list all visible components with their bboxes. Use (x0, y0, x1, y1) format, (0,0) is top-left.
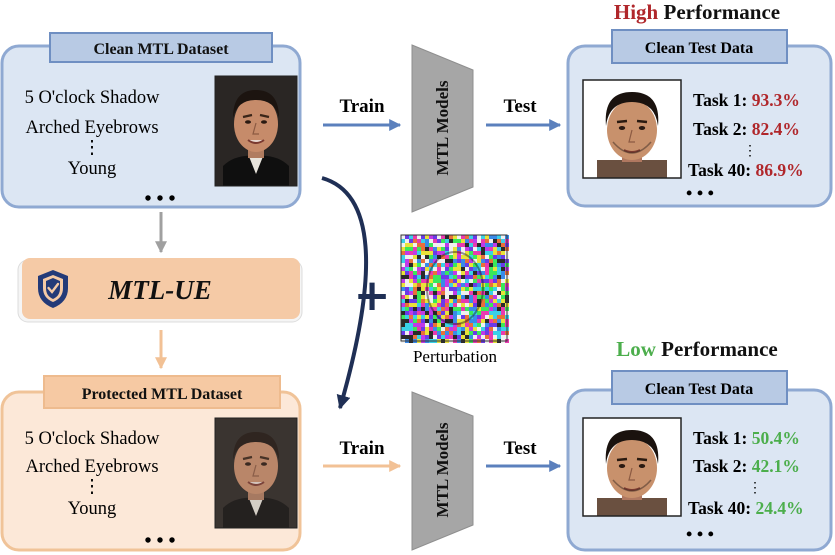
low-task-40: Task 40: 24.4% (688, 498, 804, 518)
mtl-ue-label: MTL-UE (107, 275, 212, 305)
clean-dataset-title: Clean MTL Dataset (93, 41, 229, 58)
high-task-40: Task 40: 86.9% (688, 160, 804, 180)
high-task-1: Task 1: 93.3% (693, 90, 800, 110)
top-test-label: Test (503, 96, 537, 117)
bottom-mtl-model-label: MTL Models (433, 422, 452, 517)
bottom-train-label: Train (339, 438, 384, 459)
clean-dataset-more: • • • (144, 188, 175, 210)
protected-dataset-title-tab (43, 375, 281, 409)
high-result-title: Clean Test Data (645, 40, 753, 57)
low-task-1: Task 1: 50.4% (693, 428, 800, 448)
high-task-2: Task 2: 82.4% (693, 119, 800, 139)
mtl-ue-box (22, 258, 300, 319)
protected-dataset-more: • • • (144, 530, 175, 552)
top-train-label: Train (339, 96, 384, 117)
low-task-2: Task 2: 42.1% (693, 456, 800, 476)
high-result-more: • • • (686, 183, 714, 203)
protected-dataset-title: Protected MTL Dataset (82, 386, 243, 403)
perturbation-label: Perturbation (413, 347, 498, 366)
protected-dataset-panel: Protected MTL Dataset 5 O'clock Shadow A… (0, 375, 302, 552)
perturbation-image (400, 234, 509, 343)
bottom-test-label: Test (503, 438, 537, 459)
plus-sign: + (354, 270, 391, 321)
low-result-title: Clean Test Data (645, 381, 753, 398)
clean-attr-vdots: ⋮ (83, 138, 102, 158)
clean-dataset-title-tab (49, 32, 273, 63)
top-mtl-model-label: MTL Models (433, 80, 452, 175)
high-test-face-image (581, 78, 683, 180)
curved-arrow-perturb (321, 176, 369, 410)
clean-face-image (213, 74, 299, 188)
high-result-panel: High Performance Clean Test Data Task 1:… (566, 0, 833, 208)
clean-attr-1: 5 O'clock Shadow (25, 88, 161, 108)
protected-attr-2: Arched Eyebrows (25, 457, 158, 477)
top-mtl-model-shape (411, 44, 474, 213)
clean-attr-3: Young (68, 159, 117, 179)
high-rest: Performance (658, 0, 780, 24)
high-task-vdots: ⋮ (743, 144, 757, 159)
protected-attr-vdots: ⋮ (83, 477, 102, 497)
low-result-panel: Low Performance Clean Test Data Task 1: … (566, 337, 833, 552)
high-performance-headline: High Performance (614, 0, 780, 24)
low-result-more: • • • (686, 524, 714, 544)
bottom-mtl-model-shape (411, 391, 474, 551)
low-task-vdots: ⋮ (748, 481, 762, 496)
low-performance-headline: Low Performance (616, 337, 778, 361)
shield-check-icon (38, 270, 68, 308)
low-test-face-image (581, 416, 683, 518)
protected-face-image (214, 417, 298, 529)
low-result-title-tab (611, 370, 788, 405)
clean-dataset-panel: Clean MTL Dataset 5 O'clock Shadow Arche… (0, 32, 302, 210)
protected-attr-1: 5 O'clock Shadow (25, 429, 161, 449)
high-result-title-tab (611, 29, 788, 64)
high-word: High (614, 0, 659, 24)
mtl-ue-block: MTL-UE (17, 258, 303, 323)
protected-attr-3: Young (68, 499, 117, 519)
clean-attr-2: Arched Eyebrows (25, 118, 158, 138)
low-rest: Performance (656, 337, 778, 361)
low-word: Low (616, 337, 657, 361)
